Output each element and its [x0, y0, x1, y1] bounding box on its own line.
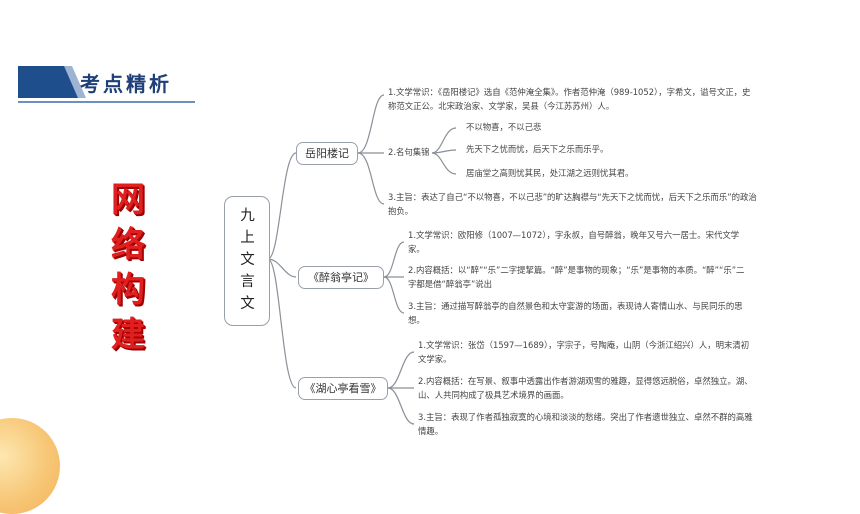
- huxin-theme: 3.主旨：表现了作者孤独寂寞的心境和淡淡的愁绪。突出了作者遗世独立、卓然不群的高…: [418, 412, 753, 436]
- yueyang-quotes-label: 2.名句集锦: [388, 147, 430, 157]
- root-node: [224, 196, 270, 326]
- yueyang-literary-note: 1.文学常识：《岳阳楼记》选自《范仲淹全集》。作者范仲淹（989-1052），字…: [388, 87, 751, 111]
- root-char: 言: [240, 274, 255, 290]
- root-node-label: 九 上 文 言 文: [224, 205, 271, 315]
- yueyang-quote: 先天下之忧而忧，后天下之乐而乐乎。: [466, 144, 609, 154]
- yueyang-theme: 3.主旨：表达了自己“不以物喜，不以己悲”的旷达胸襟与“先天下之忧而忧，后天下之…: [388, 192, 757, 216]
- zuiweng-literary-note: 1.文学常识：欧阳修（1007—1072），字永叔，自号醉翁，晚年又号六一居士。…: [408, 230, 740, 254]
- mindmap-connectors: [267, 94, 457, 425]
- zuiweng-summary: 2.内容概括：以“醉”“乐”二字提挈篇。“醉”是事物的现象；“乐”是事物的本质。…: [408, 265, 745, 289]
- title-char: 建: [111, 315, 145, 355]
- header-underline: [18, 101, 195, 103]
- title-char: 构: [111, 270, 145, 310]
- branch-zuiwengtingji: 《醉翁亭记》: [298, 266, 384, 289]
- huxin-summary: 2.内容概括：在写景、叙事中透露出作者游湖观雪的雅趣，显得悠远脱俗，卓然独立。湖…: [418, 376, 753, 400]
- root-char: 文: [240, 296, 255, 312]
- root-char: 上: [240, 230, 255, 246]
- branch-yueyanglouji: 岳阳楼记: [296, 142, 358, 165]
- root-char: 九: [240, 208, 255, 224]
- yueyang-quote: 居庙堂之高则忧其民，处江湖之远则忧其君。: [466, 168, 634, 178]
- huxin-literary-note: 1.文学常识：张岱（1597—1689），字宗子，号陶庵，山阴（今浙江绍兴）人，…: [418, 340, 750, 364]
- root-char: 文: [240, 252, 255, 268]
- branch-huxintingkanxue: 《湖心亭看雪》: [298, 377, 388, 400]
- mindmap-title: 网 络 构 建: [106, 178, 150, 358]
- title-char: 网: [111, 180, 145, 220]
- yueyang-quote: 不以物喜，不以己悲: [466, 122, 542, 132]
- title-char: 络: [111, 225, 145, 265]
- header-banner: [18, 66, 86, 98]
- header-title: 考点精析: [80, 72, 172, 96]
- zuiweng-theme: 3.主旨：通过描写醉翁亭的自然景色和太守宴游的场面，表现诗人寄情山水、与民同乐的…: [408, 301, 743, 325]
